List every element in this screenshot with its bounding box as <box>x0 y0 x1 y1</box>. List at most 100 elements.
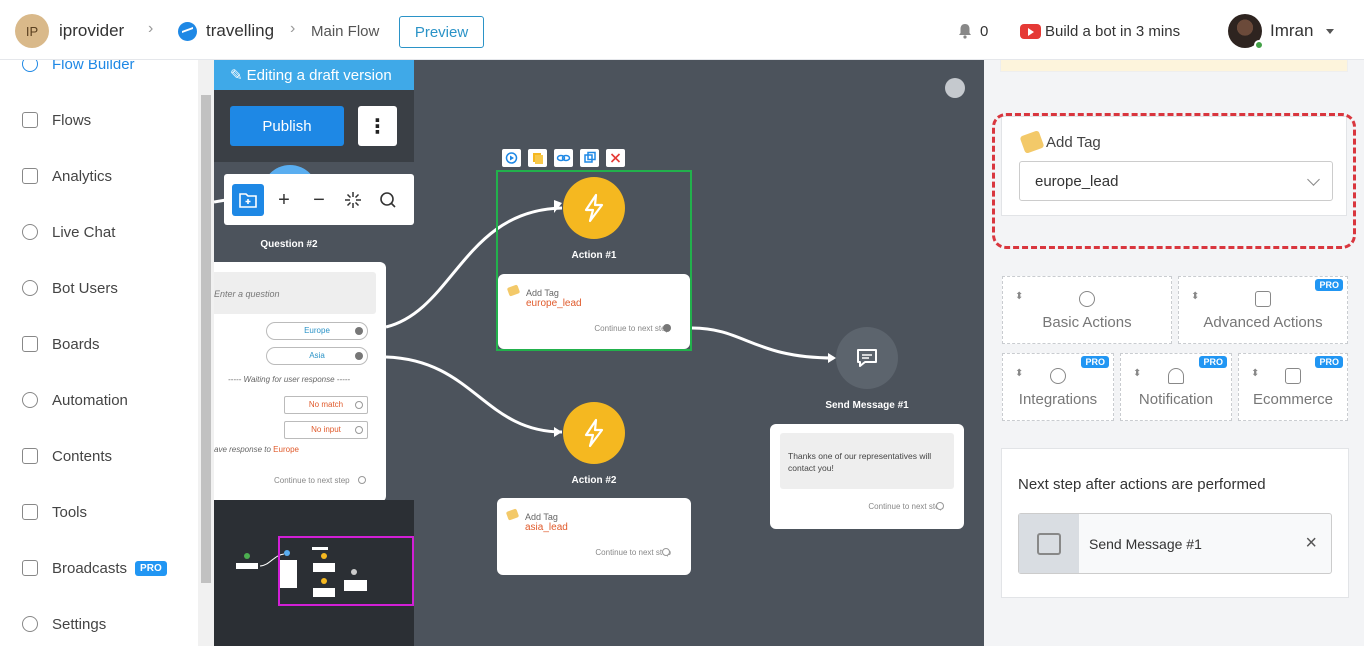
basic-actions-button[interactable]: ⬍ Basic Actions <box>1002 276 1172 344</box>
add-folder-icon[interactable] <box>232 184 264 216</box>
continue-text: Continue to next step <box>595 548 671 557</box>
connector-icon[interactable] <box>355 401 363 409</box>
sidebar-item-automation[interactable]: Automation <box>22 388 128 412</box>
sidebar-item-analytics[interactable]: Analytics <box>22 164 112 188</box>
sidebar-item-live-chat[interactable]: Live Chat <box>22 220 115 244</box>
sidebar-item-boards[interactable]: Boards <box>22 332 100 356</box>
delete-icon[interactable] <box>606 149 625 167</box>
option-europe[interactable]: Europe <box>266 322 368 340</box>
breadcrumb-chevron-icon: › <box>290 20 296 37</box>
megaphone-icon <box>22 560 38 576</box>
option-connector-icon[interactable] <box>355 352 363 360</box>
connector-icon[interactable] <box>663 324 671 332</box>
flow-canvas[interactable]: Question #2 Enter a question Europe Asia… <box>214 60 984 646</box>
message-icon[interactable] <box>836 327 898 389</box>
tag-icon <box>506 284 521 297</box>
next-step-item[interactable]: Send Message #1 × <box>1018 513 1332 574</box>
tutorial-link[interactable]: Build a bot in 3 mins <box>1045 23 1181 40</box>
minimap[interactable] <box>214 500 414 646</box>
sidebar-item-flows[interactable]: Flows <box>22 108 91 132</box>
minimap-viewport[interactable] <box>278 536 414 606</box>
action1-card-title: Add Tag <box>526 288 559 298</box>
sidebar-scrollbar-thumb[interactable] <box>201 95 211 583</box>
advanced-actions-button[interactable]: ⬍ Advanced Actions PRO <box>1178 276 1348 344</box>
add-tag-title: Add Tag <box>1019 130 1101 154</box>
tag-select[interactable]: europe_lead <box>1019 161 1333 201</box>
sidebar-item-settings[interactable]: Settings <box>22 612 106 636</box>
top-bar: IP iprovider › travelling › Main Flow Pr… <box>0 0 1364 60</box>
action1-tag: europe_lead <box>526 298 582 309</box>
preview-button[interactable]: Preview <box>399 16 484 48</box>
breadcrumb-chevron-icon: › <box>148 20 154 37</box>
automation-icon <box>22 392 38 408</box>
lightning-icon[interactable] <box>563 177 625 239</box>
continue-text: Continue to next step <box>274 476 350 485</box>
minimap-preview <box>236 547 367 597</box>
ecommerce-button[interactable]: ⬍ Ecommerce PRO <box>1238 353 1348 421</box>
bot-name[interactable]: travelling <box>206 21 275 40</box>
flow-name: Main Flow <box>311 23 380 40</box>
youtube-icon[interactable] <box>1020 24 1041 39</box>
action2-tag: asia_lead <box>525 522 568 533</box>
duplicate-icon[interactable] <box>580 149 599 167</box>
action2-label: Action #2 <box>571 475 617 486</box>
option-connector-icon[interactable] <box>355 327 363 335</box>
messenger-icon <box>178 22 197 41</box>
more-options-button[interactable]: ⋮ <box>358 106 397 146</box>
user-icon <box>22 280 38 296</box>
message-icon <box>1019 514 1079 573</box>
close-icon[interactable]: × <box>1305 532 1317 554</box>
zoom-out-icon[interactable]: − <box>313 188 325 211</box>
next-step-panel: Next step after actions are performed Se… <box>1001 448 1349 598</box>
connector-icon[interactable] <box>662 548 670 556</box>
bell-icon[interactable] <box>957 23 973 39</box>
no-match-option[interactable]: No match <box>284 396 368 414</box>
send-message-card[interactable]: Thanks one of our representatives will c… <box>770 424 964 529</box>
chart-icon <box>22 168 38 184</box>
sidebar-item-tools[interactable]: Tools <box>22 500 87 524</box>
draft-banner: ✎Editing a draft version <box>214 60 414 90</box>
lightning-icon[interactable] <box>563 402 625 464</box>
flow-connectors <box>214 198 836 437</box>
action2-card[interactable]: Add Tag asia_lead Continue to next step <box>497 498 691 575</box>
online-status-icon <box>1254 40 1264 50</box>
chevron-down-icon[interactable] <box>1326 29 1334 34</box>
next-step-title: Next step after actions are performed <box>1018 476 1266 493</box>
no-input-option[interactable]: No input <box>284 421 368 439</box>
connector-icon[interactable] <box>358 476 366 484</box>
zoom-in-icon[interactable]: + <box>278 188 290 211</box>
save-response-text: ave response to Europe <box>214 445 299 454</box>
action1-card[interactable]: Add Tag europe_lead Continue to next ste… <box>498 274 690 349</box>
link-icon[interactable] <box>554 149 573 167</box>
board-icon <box>22 336 38 352</box>
scroll-up-icon[interactable] <box>945 78 965 98</box>
connector-icon[interactable] <box>936 502 944 510</box>
bell-icon <box>1168 368 1184 384</box>
sidebar-item-contents[interactable]: Contents <box>22 444 112 468</box>
option-asia[interactable]: Asia <box>266 347 368 365</box>
publish-button[interactable]: Publish <box>230 106 344 146</box>
play-icon[interactable] <box>502 149 521 167</box>
message-text[interactable]: Thanks one of our representatives will c… <box>780 433 954 489</box>
drag-handle-icon: ⬍ <box>1133 368 1142 379</box>
search-icon[interactable] <box>372 184 404 216</box>
user-name[interactable]: Imran <box>1270 21 1314 40</box>
gear-icon <box>22 616 38 632</box>
pro-badge: PRO <box>1081 356 1109 368</box>
copy-icon[interactable] <box>528 149 547 167</box>
next-step-label: Send Message #1 <box>1089 536 1202 552</box>
node-toolbar <box>502 149 625 167</box>
fit-view-icon[interactable] <box>337 184 369 216</box>
notification-button[interactable]: ⬍ Notification PRO <box>1120 353 1232 421</box>
question-input[interactable]: Enter a question <box>214 272 376 314</box>
user-icon <box>1079 291 1095 307</box>
action2-card-title: Add Tag <box>525 512 558 522</box>
question-node-card[interactable]: Enter a question Europe Asia ----- Waiti… <box>214 262 386 502</box>
workspace-avatar[interactable]: IP <box>15 14 49 48</box>
cart-icon <box>1285 368 1301 384</box>
workspace-name[interactable]: iprovider <box>59 21 125 40</box>
connector-icon[interactable] <box>355 426 363 434</box>
sidebar-item-bot-users[interactable]: Bot Users <box>22 276 118 300</box>
integrations-button[interactable]: ⬍ Integrations PRO <box>1002 353 1114 421</box>
